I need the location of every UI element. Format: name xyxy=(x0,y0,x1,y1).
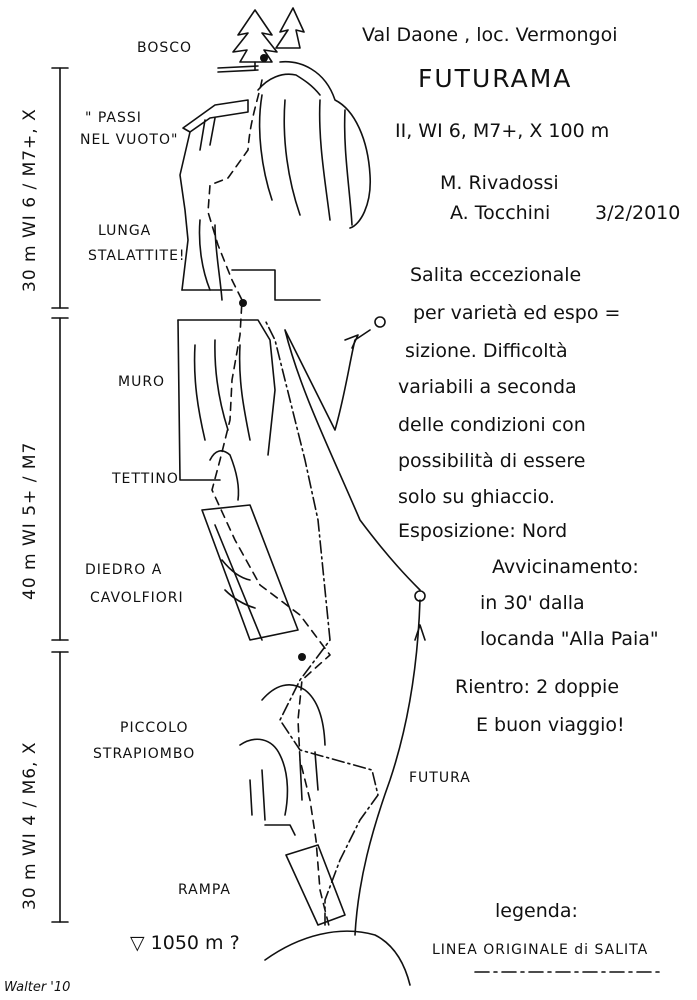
base-hill xyxy=(264,930,411,986)
label-muro: MURO xyxy=(118,374,166,390)
author-2: A. Tocchini xyxy=(450,202,551,224)
pitch-label-1: 30 m WI 6 / M7+, X xyxy=(20,108,40,292)
label-stalattite: STALATTITE! xyxy=(88,248,186,264)
label-diedro: DIEDRO A xyxy=(85,562,163,578)
belay-icon xyxy=(298,653,306,661)
desc-line: variabili a seconda xyxy=(398,376,577,398)
label-passi: NEL VUOTO" xyxy=(80,132,179,148)
rampa-slab xyxy=(285,844,346,926)
desc-line: solo su ghiaccio. xyxy=(398,486,555,508)
stalactite xyxy=(181,219,321,301)
label-futura: FUTURA xyxy=(409,770,471,786)
stance-icon xyxy=(374,316,386,328)
pitch-label-3: 30 m WI 4 / M6, X xyxy=(20,741,40,910)
belay-icon xyxy=(260,54,268,62)
legend-line-label: LINEA ORIGINALE di SALITA xyxy=(432,942,649,958)
label-strapiombo: STRAPIOMBO xyxy=(93,746,196,762)
altitude-text: ▽ 1050 m ? xyxy=(130,932,240,954)
arrow-icon xyxy=(414,624,426,641)
small-overhang xyxy=(239,684,326,836)
location-text: Val Daone , loc. Vermongoi xyxy=(362,24,618,46)
desc-line: Avvicinamento: xyxy=(492,556,639,578)
route-original xyxy=(264,319,379,926)
stance-icon xyxy=(414,590,426,602)
desc-line: in 30' dalla xyxy=(480,592,585,614)
route-futurama xyxy=(207,79,331,931)
route-date: 3/2/2010 xyxy=(595,202,681,224)
rock-passi xyxy=(179,99,249,291)
belay-icon xyxy=(239,299,247,307)
desc-line: Rientro: 2 doppie xyxy=(455,676,620,698)
pitch-label-2: 40 m WI 5+ / M7 xyxy=(20,441,40,600)
arrow-icon xyxy=(344,334,359,349)
legend-title: legenda: xyxy=(495,900,578,922)
desc-line: Esposizione: Nord xyxy=(398,520,568,542)
pitch-bracket-lines xyxy=(51,67,69,923)
top-ledge xyxy=(217,65,259,73)
desc-line: sizione. Difficoltà xyxy=(405,340,568,362)
label-rampa: RAMPA xyxy=(178,882,231,898)
desc-line: delle condizioni con xyxy=(398,414,586,436)
route-title: FUTURAMA xyxy=(418,64,573,93)
label-strapiombo: PICCOLO xyxy=(120,720,189,736)
label-stalattite: LUNGA xyxy=(98,223,152,239)
muro-block xyxy=(177,319,276,501)
tree-icon xyxy=(232,7,305,71)
signature: Walter '10 xyxy=(4,980,71,995)
desc-line: possibilità di essere xyxy=(398,450,586,472)
desc-line: per varietà ed espo = xyxy=(413,302,621,324)
upper-icefall xyxy=(257,60,371,229)
author-1: M. Rivadossi xyxy=(440,172,559,194)
route-grade: II, WI 6, M7+, X 100 m xyxy=(395,120,610,142)
route-futura xyxy=(284,329,421,936)
label-diedro: CAVOLFIORI xyxy=(90,590,184,606)
label-passi: " PASSI xyxy=(85,110,142,126)
label-bosco: BOSCO xyxy=(137,40,193,56)
desc-line: locanda "Alla Paia" xyxy=(480,628,659,650)
desc-line: E buon viaggio! xyxy=(476,714,625,736)
diedro xyxy=(201,504,299,641)
desc-line: Salita eccezionale xyxy=(410,264,582,286)
label-tettino: TETTINO xyxy=(112,471,179,487)
